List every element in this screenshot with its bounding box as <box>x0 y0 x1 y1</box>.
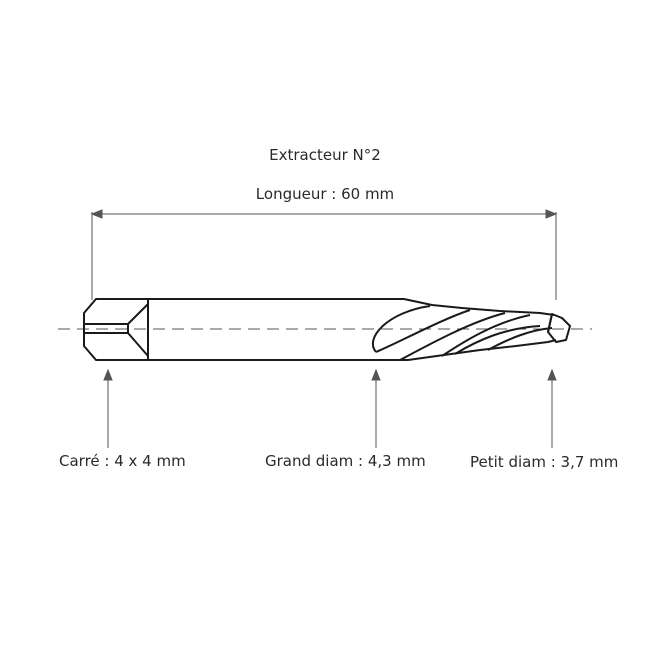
callout-arrows <box>103 368 557 448</box>
large-diameter-callout-label: Grand diam : 4,3 mm <box>265 452 426 470</box>
small-diameter-callout-label: Petit diam : 3,7 mm <box>470 453 619 471</box>
square-callout-label: Carré : 4 x 4 mm <box>59 452 186 470</box>
extractor-body <box>83 298 571 361</box>
diagram-title: Extracteur N°2 <box>269 146 381 164</box>
length-dimension-line <box>90 209 558 300</box>
length-dimension-label: Longueur : 60 mm <box>255 185 395 203</box>
